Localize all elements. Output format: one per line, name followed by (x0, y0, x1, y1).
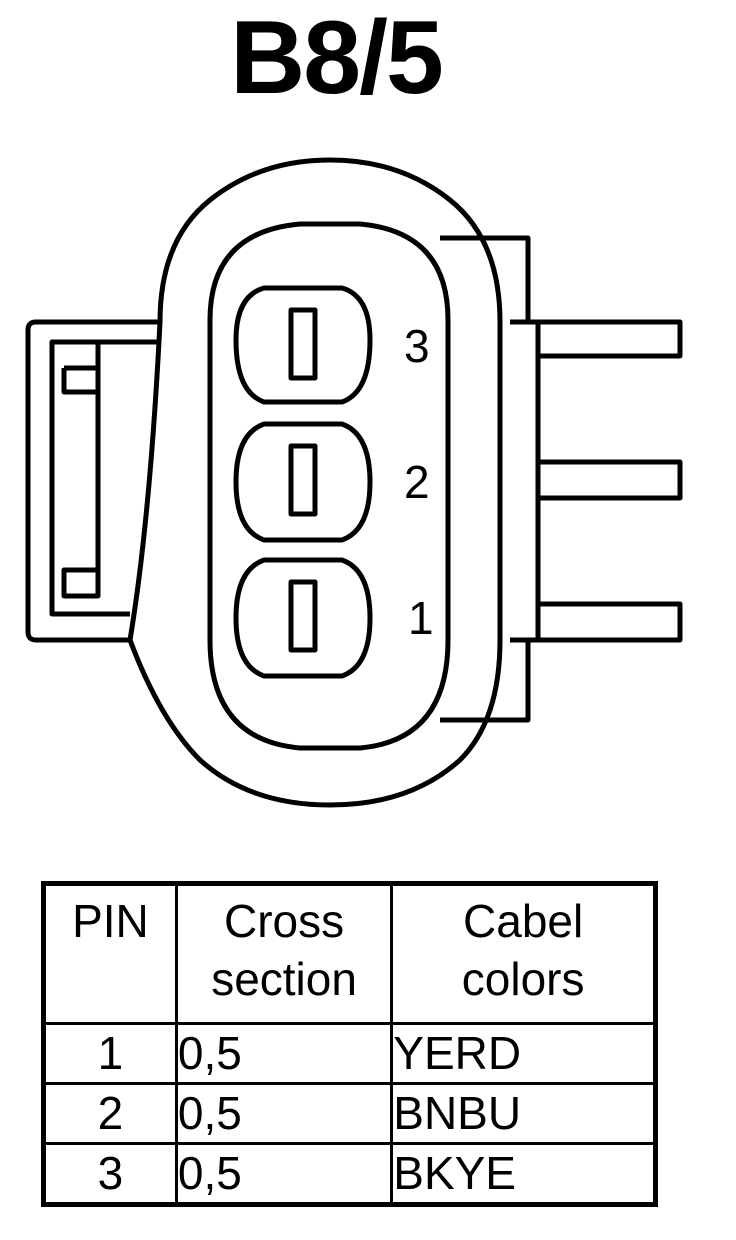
table-row: 1 0,5 YERD (42, 1022, 657, 1085)
outer-housing (127, 157, 503, 808)
header-cross-section-line2: section (211, 953, 357, 1005)
pin-label-3: 3 (404, 320, 430, 372)
connector-title: B8/5 (230, 0, 444, 116)
header-cable-colors: Cabel colors (390, 882, 657, 1025)
header-cable-colors-line1: Cabel (463, 895, 584, 947)
connector-diagram: 3 2 1 (25, 157, 683, 808)
cell-pin: 1 (42, 1022, 178, 1085)
latch-frame (25, 319, 160, 643)
cell-cable-color: YERD (390, 1022, 657, 1085)
cavity-3 (233, 285, 373, 405)
pin-slot-3 (288, 307, 318, 381)
table-row: 2 0,5 BNBU (42, 1082, 657, 1145)
latch-inner (49, 339, 160, 617)
latch-hook-top (61, 342, 101, 570)
cell-pin: 3 (42, 1142, 178, 1206)
header-cross-section: Cross section (174, 882, 394, 1025)
rear-body (440, 235, 531, 723)
latch-hook-bottom (61, 567, 101, 599)
header-cable-colors-line2: colors (461, 953, 585, 1005)
inner-housing (207, 221, 451, 751)
header-cross-section-line1: Cross (224, 895, 345, 947)
cell-cable-color: BKYE (390, 1142, 657, 1206)
pin-label-1: 1 (408, 592, 434, 644)
terminal-1 (538, 601, 683, 643)
pin-slot-1 (288, 579, 318, 653)
cell-cross-section: 0,5 (174, 1142, 394, 1206)
pin-table: PIN Cross section Cabel colors 1 0,5 YER… (41, 881, 658, 1207)
header-pin: PIN (42, 882, 178, 1025)
cavity-1 (233, 557, 373, 679)
table-row: 3 0,5 BKYE (42, 1142, 657, 1206)
cell-cross-section: 0,5 (174, 1022, 394, 1085)
cell-cross-section: 0,5 (174, 1082, 394, 1145)
terminal-2 (538, 459, 683, 501)
terminal-3 (538, 319, 683, 359)
table-header-row: PIN Cross section Cabel colors (42, 882, 657, 1025)
pin-slot-2 (288, 443, 318, 517)
rear-plate (510, 319, 541, 643)
cavity-2 (233, 421, 373, 543)
pin-label-2: 2 (404, 456, 430, 508)
cell-pin: 2 (42, 1082, 178, 1145)
cell-cable-color: BNBU (390, 1082, 657, 1145)
